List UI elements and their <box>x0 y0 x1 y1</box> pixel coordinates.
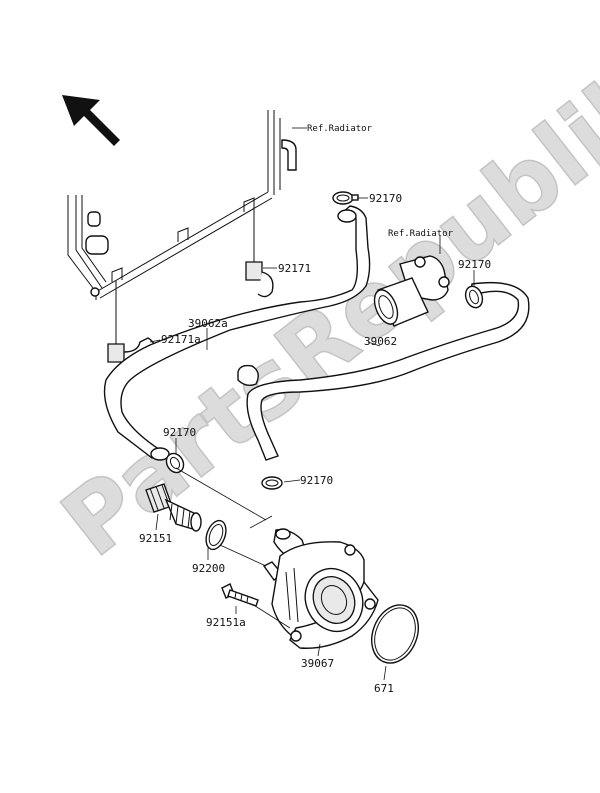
label-92170-top: 92170 <box>369 192 402 205</box>
oring-671 <box>371 604 419 664</box>
oring-92200 <box>205 519 227 551</box>
clamp-92170-lower <box>261 476 283 490</box>
label-92151a: 92151a <box>206 616 246 629</box>
clamp-92170-right <box>464 285 484 309</box>
label-92171a: 92171a <box>161 333 201 346</box>
leader-lines <box>149 127 475 681</box>
label-92200: 92200 <box>192 562 225 575</box>
label-39067: 39067 <box>301 657 334 670</box>
radiator-outlet-fitting <box>373 255 450 327</box>
oil-cooler-39067 <box>262 528 379 649</box>
label-671: 671 <box>374 682 394 695</box>
clamp-92170-top <box>332 191 359 205</box>
holder-92171 <box>245 208 274 298</box>
fitting-92151 <box>145 483 202 532</box>
label-39062a: 39062a <box>188 317 228 330</box>
front-arrow-icon <box>62 95 120 146</box>
label-92171: 92171 <box>278 262 311 275</box>
label-92170-left: 92170 <box>163 426 196 439</box>
bolt-92151a <box>221 583 259 607</box>
label-92170-lower: 92170 <box>300 474 333 487</box>
label-ref-radiator-top: Ref.Radiator <box>307 124 373 134</box>
radiator-reference <box>67 110 297 300</box>
label-92151: 92151 <box>139 532 172 545</box>
hose-39062a <box>103 205 371 461</box>
clamp-92170-left <box>165 452 185 474</box>
label-ref-radiator-right: Ref.Radiator <box>388 229 454 239</box>
hose-39062 <box>237 281 530 461</box>
label-92170-right: 92170 <box>458 258 491 271</box>
label-39062: 39062 <box>364 335 397 348</box>
